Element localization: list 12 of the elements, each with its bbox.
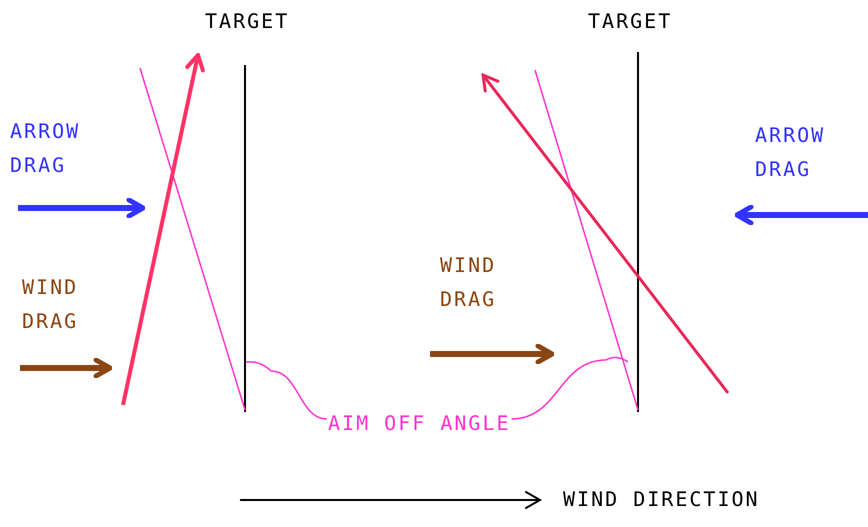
target-label: TARGET: [588, 8, 672, 35]
angle-arc: [606, 356, 628, 363]
angle-label: AIM OFF ANGLE: [328, 406, 511, 440]
target-label: TARGET: [205, 8, 290, 35]
force-label: ARROW DRAG: [10, 118, 82, 179]
force-label: WIND DRAG: [22, 274, 80, 335]
leader-line: [511, 359, 606, 420]
force-label: WIND DRAG: [440, 252, 498, 313]
force-label: ARROW DRAG: [755, 122, 826, 183]
angle-arc: [246, 361, 272, 372]
leader-line: [270, 370, 328, 420]
wind-direction-label: WIND DIRECTION: [563, 486, 760, 513]
